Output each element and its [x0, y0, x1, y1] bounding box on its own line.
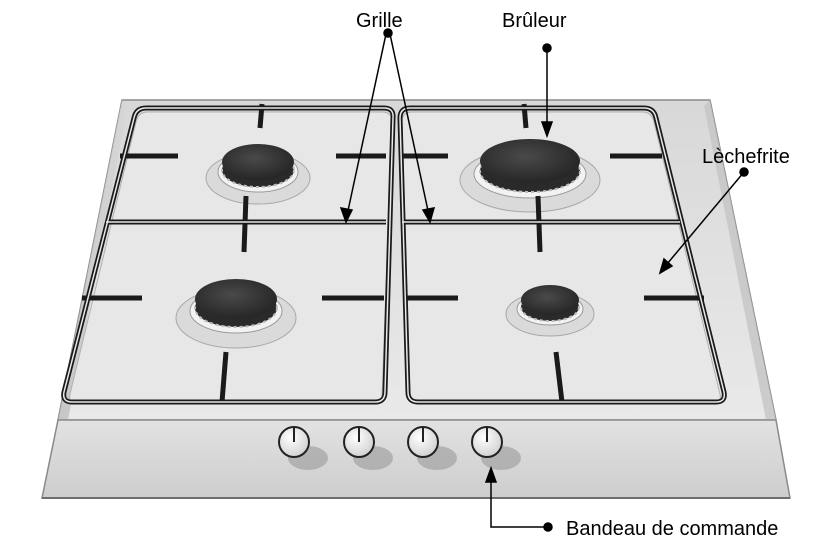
arrowhead-bandeau	[484, 465, 498, 483]
arrowhead-grille-left	[339, 207, 354, 224]
leader-bandeau	[490, 474, 546, 528]
dot-lechefrite	[739, 167, 749, 177]
label-bandeau: Bandeau de commande	[566, 518, 778, 540]
burner-bottom-left	[175, 279, 297, 349]
label-lechefrite: Lèchefrite	[702, 146, 790, 168]
leader-grille-right	[389, 33, 431, 221]
leader-grille-left	[345, 33, 387, 221]
leader-lechefrite	[661, 171, 745, 271]
dot-grille	[383, 28, 393, 38]
arrowhead-lechefrite	[658, 257, 674, 275]
burner-bottom-right	[505, 285, 595, 337]
arrowhead-bruleur	[540, 121, 554, 139]
burner-top-left	[205, 144, 311, 205]
knob-3[interactable]	[407, 426, 457, 470]
arrowhead-grille-right	[421, 207, 436, 224]
control-knobs	[278, 426, 521, 470]
knob-4[interactable]	[471, 426, 521, 470]
dot-bruleur	[542, 43, 552, 53]
leader-lines	[339, 28, 749, 532]
hob-right-bevel	[704, 100, 776, 420]
grille-left-highlight	[62, 107, 394, 403]
knob-2[interactable]	[343, 426, 393, 470]
knob-1[interactable]	[278, 426, 328, 470]
label-grille: Grille	[356, 10, 403, 32]
grille-right-highlight	[399, 107, 726, 403]
label-bruleur: Brûleur	[502, 10, 567, 32]
dot-bandeau	[543, 522, 553, 532]
burner-top-right	[459, 139, 601, 213]
